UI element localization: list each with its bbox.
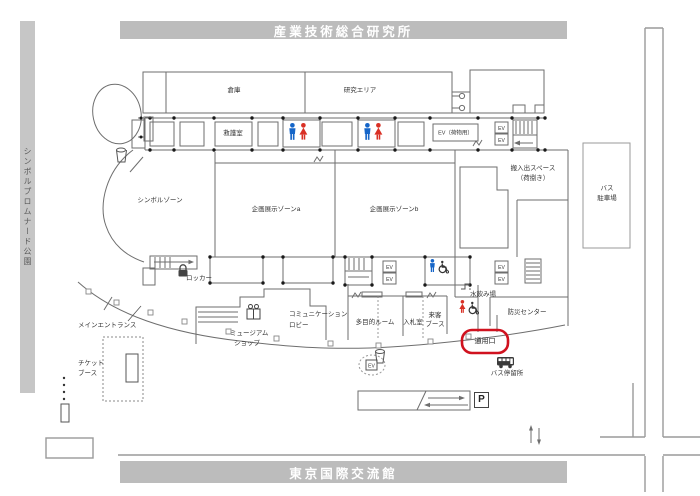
parking-icon: P [474, 392, 489, 408]
promenade-park-label: シンボルプロムナード公園 [23, 147, 32, 267]
museum-shop-outline [195, 288, 327, 344]
room-label-first-aid: 救護室 [223, 130, 243, 137]
ev-cargo-label: EV（荷物用） [438, 129, 473, 137]
ev-label: EV [498, 138, 505, 144]
ev-label: EV [368, 364, 375, 370]
label-water-fountain: 水飲み場 [470, 291, 496, 298]
facade-curve [77, 281, 566, 349]
bus-icon [497, 357, 514, 369]
accessible-restroom-icon-female [459, 300, 480, 315]
bus-parking-outline [582, 142, 631, 249]
label-museum-shop-1: ミュージアム [230, 330, 269, 337]
trash-cup-icon [116, 147, 127, 163]
structure-columns [148, 116, 540, 152]
exhibition-zones [214, 150, 456, 258]
neighbor-facility-top-label: 産業技術総合研究所 [273, 24, 414, 39]
public-rooms [347, 284, 568, 340]
label-ticket-booth-1: チケット [78, 360, 104, 367]
neighbor-facility-bottom: 東京国際交流館 [120, 461, 567, 483]
room-label-research-area: 研究エリア [343, 87, 377, 94]
lower-service-band [142, 255, 542, 286]
room-label-guest-booth-2: ブース [425, 321, 445, 328]
neighbor-facility-bottom-label: 東京国際交流館 [289, 466, 398, 481]
queue-markers [60, 376, 70, 423]
gift-icon [246, 304, 261, 320]
label-main-entrance: メインエントランス [78, 322, 137, 329]
label-museum-shop-2: ショップ [234, 340, 260, 347]
parking-driveway [357, 390, 471, 411]
ev-label: EV [498, 265, 505, 271]
room-label-guest-booth-1: 来客 [428, 312, 442, 319]
room-label-bidding: 入札室 [403, 319, 423, 326]
label-service-entrance: 通用口 [474, 338, 496, 345]
lower-band-columns [208, 116, 547, 287]
ev-label: EV [386, 277, 393, 283]
promenade-park-bar: シンボルプロムナード公園 [20, 21, 35, 393]
ev-label: EV [498, 126, 505, 132]
label-communication-lobby-2: ロビー [289, 322, 309, 329]
neighbor-facility-top: 産業技術総合研究所 [120, 21, 567, 39]
ticket-booth-outline [102, 336, 144, 402]
label-bus-parking-1: バス [600, 185, 614, 192]
label-ticket-booth-2: ブース [78, 370, 98, 377]
label-communication-lobby-1: コミュニケーション [289, 311, 348, 318]
label-bus-stop: バス停留所 [490, 370, 524, 377]
ev-label: EV [386, 265, 393, 271]
symbol-zone-outline [92, 83, 154, 263]
trash-cup-icon-2 [375, 349, 385, 364]
room-label-warehouse: 倉庫 [227, 87, 241, 94]
room-label-disaster-center: 防災センター [507, 309, 547, 316]
building-top-block [142, 69, 545, 114]
zone-label-exhibition-b: 企画展示ゾーンb [369, 206, 419, 213]
water-tap-icon [461, 283, 471, 290]
traffic-arrows [529, 425, 541, 445]
restroom-icon-2 [364, 123, 383, 140]
zone-label-symbol: シンボルゾーン [137, 197, 183, 204]
zone-label-exhibition-a: 企画展示ゾーンa [251, 206, 301, 213]
ev-label: EV [498, 277, 505, 283]
elevator-labels: EV EV EV（荷物用） EV EV EV EV EV [368, 126, 505, 370]
outdoor-elevator [358, 354, 386, 376]
label-locker: ロッカー [186, 275, 212, 282]
service-entrance-highlight [460, 328, 510, 355]
restroom-icon-1 [289, 123, 308, 140]
label-loading-space-1: 搬入出スペース [510, 165, 556, 172]
accessible-restroom-icon-male [430, 259, 450, 274]
room-label-multipurpose: 多目的ルーム [355, 319, 395, 326]
label-bus-parking-2: 駐車場 [597, 195, 617, 202]
padlock-icon [178, 264, 188, 277]
label-loading-space-2: （荷捌き） [516, 175, 550, 182]
road-network [45, 27, 700, 492]
